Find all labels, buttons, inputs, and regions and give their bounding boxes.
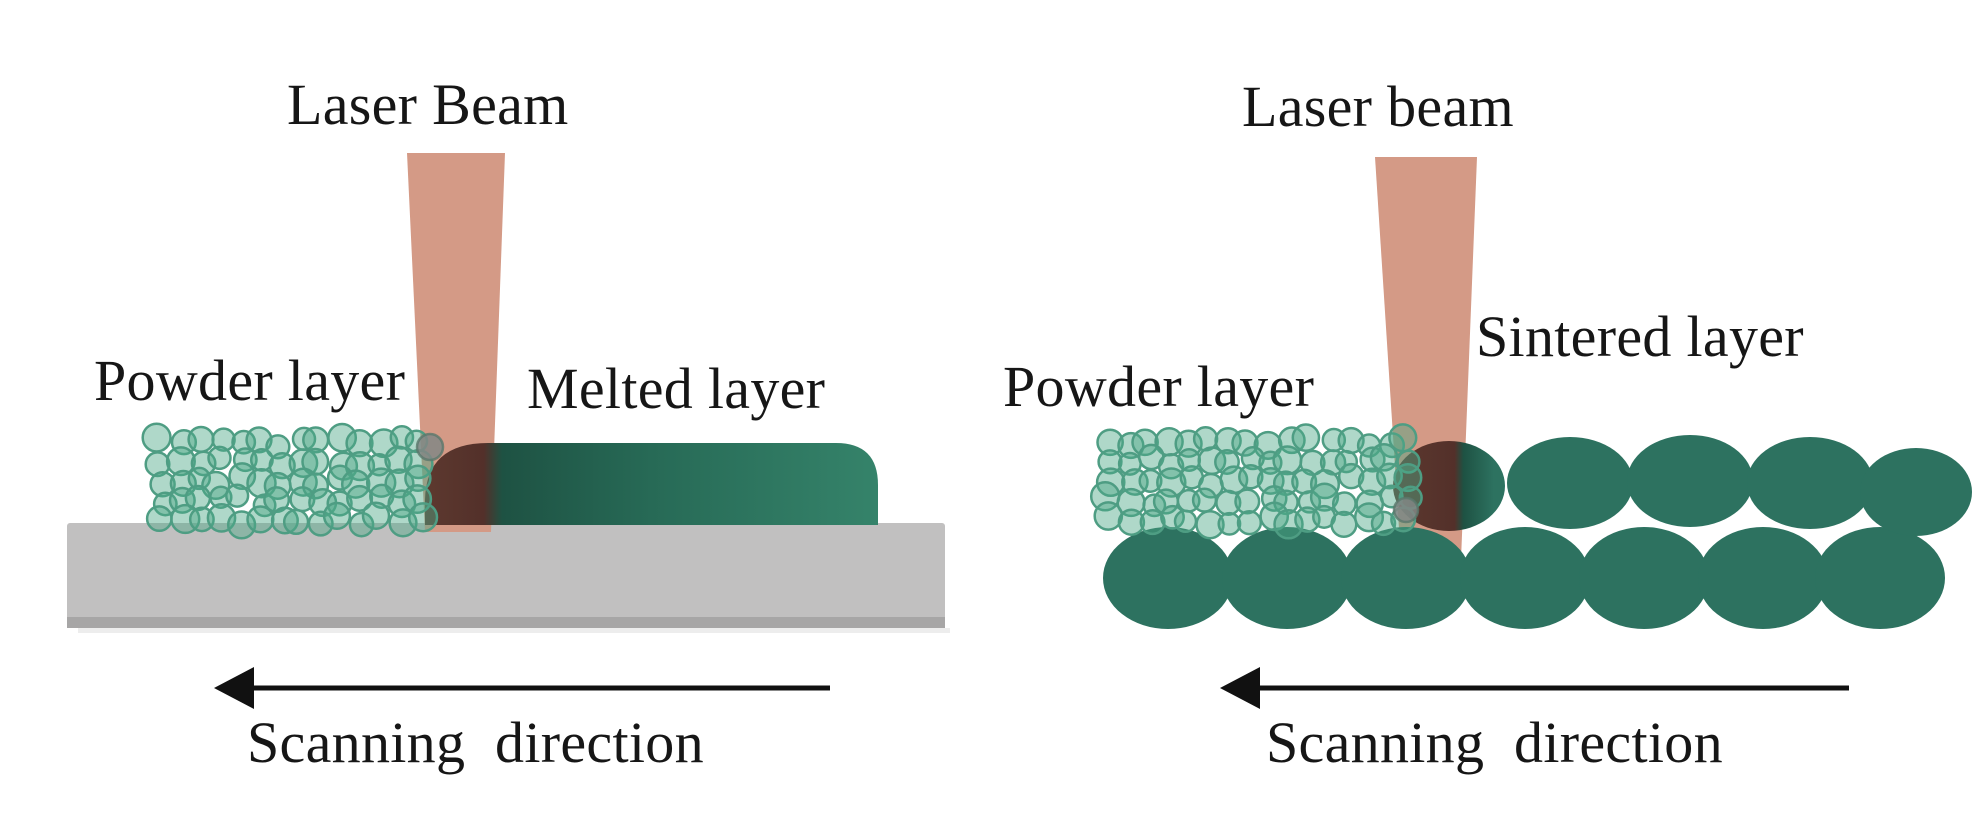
sintered-particle bbox=[1222, 527, 1352, 629]
sintered-particle bbox=[1815, 527, 1945, 629]
powder-particle bbox=[1217, 511, 1242, 536]
powder-particle bbox=[1357, 467, 1387, 496]
powder-particle bbox=[1238, 463, 1264, 490]
powder-particle bbox=[144, 451, 171, 478]
scanning-direction-label-left: Scanning direction bbox=[247, 710, 704, 775]
powder-particle bbox=[149, 470, 176, 498]
sintered-layer-bottom-row bbox=[1103, 527, 1945, 629]
powder-particle bbox=[1337, 462, 1365, 490]
powder-particle bbox=[307, 510, 334, 537]
powder-particle bbox=[404, 464, 432, 493]
powder-particle bbox=[1370, 510, 1397, 537]
powder-particle bbox=[322, 501, 352, 531]
powder-particle bbox=[1359, 446, 1386, 473]
powder-particle bbox=[1236, 510, 1263, 536]
substrate-shadow bbox=[78, 628, 950, 633]
sintered-particle bbox=[1860, 448, 1972, 536]
powder-particle bbox=[1131, 428, 1159, 457]
powder-layer-left bbox=[141, 422, 439, 540]
powder-particle bbox=[345, 429, 374, 458]
powder-particle bbox=[207, 445, 232, 471]
powder-particle bbox=[1234, 488, 1261, 515]
sintered-particle bbox=[1103, 527, 1233, 629]
powder-particle bbox=[1173, 509, 1198, 534]
powder-particle bbox=[1093, 501, 1124, 531]
powder-particle bbox=[1195, 509, 1225, 540]
powder-particle bbox=[187, 466, 212, 491]
powder-particle bbox=[1393, 463, 1423, 493]
melted-layer bbox=[425, 443, 878, 525]
powder-particle bbox=[407, 502, 439, 533]
powder-particle bbox=[1353, 502, 1385, 533]
laser-beam-label-right: Laser beam bbox=[1242, 74, 1514, 139]
powder-particle bbox=[1160, 504, 1185, 530]
powder-particle bbox=[326, 464, 354, 491]
powder-particle bbox=[1259, 501, 1290, 532]
powder-particle bbox=[1191, 487, 1218, 513]
powder-particle bbox=[348, 511, 375, 538]
powder-particle bbox=[1330, 510, 1358, 539]
melting-particle bbox=[1393, 441, 1505, 531]
powder-particle bbox=[145, 505, 173, 533]
powder-particle bbox=[302, 472, 330, 500]
powder-particle bbox=[1157, 453, 1185, 480]
powder-particle bbox=[1097, 449, 1123, 475]
sintered-layer-label: Sintered layer bbox=[1476, 304, 1804, 369]
scanning-arrowhead-right bbox=[1220, 667, 1260, 709]
substrate bbox=[67, 523, 945, 628]
powder-particle bbox=[165, 446, 196, 477]
powder-particle bbox=[225, 483, 250, 508]
powder-particle bbox=[1138, 468, 1163, 493]
substrate-bottom-edge bbox=[67, 617, 945, 628]
sintered-particle bbox=[1341, 527, 1471, 629]
sintered-particle bbox=[1747, 437, 1873, 529]
powder-particle bbox=[327, 422, 358, 453]
scanning-arrowhead-left bbox=[214, 667, 254, 709]
heated-particle-right bbox=[1392, 496, 1420, 524]
powder-layer-label-right: Powder layer bbox=[1003, 354, 1315, 419]
powder-layer-right bbox=[1089, 423, 1423, 540]
laser-beam-label-left: Laser Beam bbox=[287, 72, 569, 137]
powder-particle bbox=[1309, 482, 1340, 512]
powder-particle bbox=[1334, 449, 1359, 474]
powder-particle bbox=[1117, 508, 1146, 536]
powder-particle bbox=[211, 427, 236, 452]
powder-particle bbox=[402, 484, 433, 515]
sintered-particle bbox=[1507, 437, 1633, 529]
melted-layer-label: Melted layer bbox=[527, 356, 826, 421]
sintered-particle bbox=[1698, 527, 1828, 629]
powder-particle bbox=[246, 505, 275, 534]
powder-particle bbox=[346, 484, 374, 512]
sintered-particle bbox=[1627, 435, 1753, 527]
powder-particle bbox=[361, 501, 391, 530]
heated-particle-left bbox=[415, 432, 445, 462]
powder-particle bbox=[1096, 428, 1124, 457]
powder-particle bbox=[282, 508, 310, 536]
powder-particle bbox=[1240, 445, 1265, 471]
powder-layer-label-left: Powder layer bbox=[94, 348, 406, 413]
powder-particle bbox=[1139, 509, 1166, 536]
powder-particle bbox=[1291, 423, 1321, 452]
sintered-particle bbox=[1579, 527, 1709, 629]
powder-particle bbox=[141, 422, 172, 453]
sintered-layer-top-row bbox=[1393, 435, 1972, 536]
powder-particle bbox=[187, 425, 215, 454]
powder-particle bbox=[245, 426, 273, 454]
powder-particle bbox=[1215, 489, 1242, 516]
powder-particle bbox=[268, 452, 296, 480]
scanning-direction-label-right: Scanning direction bbox=[1266, 710, 1723, 775]
powder-particle bbox=[1231, 429, 1259, 457]
sintered-particle bbox=[1460, 527, 1590, 629]
